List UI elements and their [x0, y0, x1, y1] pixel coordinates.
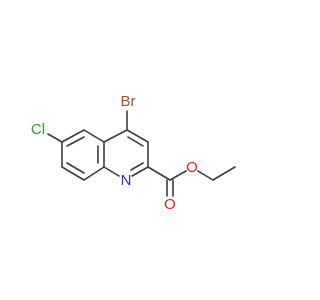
bond-c6-cl — [47, 133, 63, 143]
bond-c7-c8 — [61, 166, 85, 181]
bond-c2-n1-double — [130, 162, 144, 171]
bond-n1-c8a — [103, 166, 120, 177]
atom-oxygen-ester: O — [186, 159, 198, 176]
bond-c7-c8-double — [66, 162, 85, 174]
bond-c4a-c4 — [103, 129, 128, 143]
benzo-ring-bonds — [61, 129, 105, 181]
atom-bromine: Br — [121, 93, 136, 110]
bond-o-ester-ch2 — [197, 170, 214, 181]
bond-carboxyl-o-ester — [169, 170, 187, 181]
atom-oxygen-carbonyl: O — [164, 196, 176, 213]
bond-c8-c8a — [83, 166, 105, 181]
bond-c5-c6 — [61, 129, 85, 143]
bond-ch2-ch3 — [212, 166, 236, 181]
molecule-structure-diagram: Br Cl N O O — [31, 93, 236, 213]
bond-c4-c3 — [126, 129, 149, 143]
substituent-bonds — [47, 110, 236, 197]
bond-c4a-c5 — [83, 129, 105, 143]
bond-c2-n1 — [131, 166, 149, 177]
pyridine-ring-bonds — [103, 129, 149, 177]
bond-c2-carboxyl — [147, 166, 171, 181]
atom-labels: Br Cl N O O — [31, 93, 198, 213]
atom-nitrogen: N — [121, 172, 132, 189]
bond-c5-c6-double — [66, 136, 85, 147]
atom-chlorine: Cl — [31, 121, 45, 138]
bond-c4-c3-double — [127, 136, 144, 147]
